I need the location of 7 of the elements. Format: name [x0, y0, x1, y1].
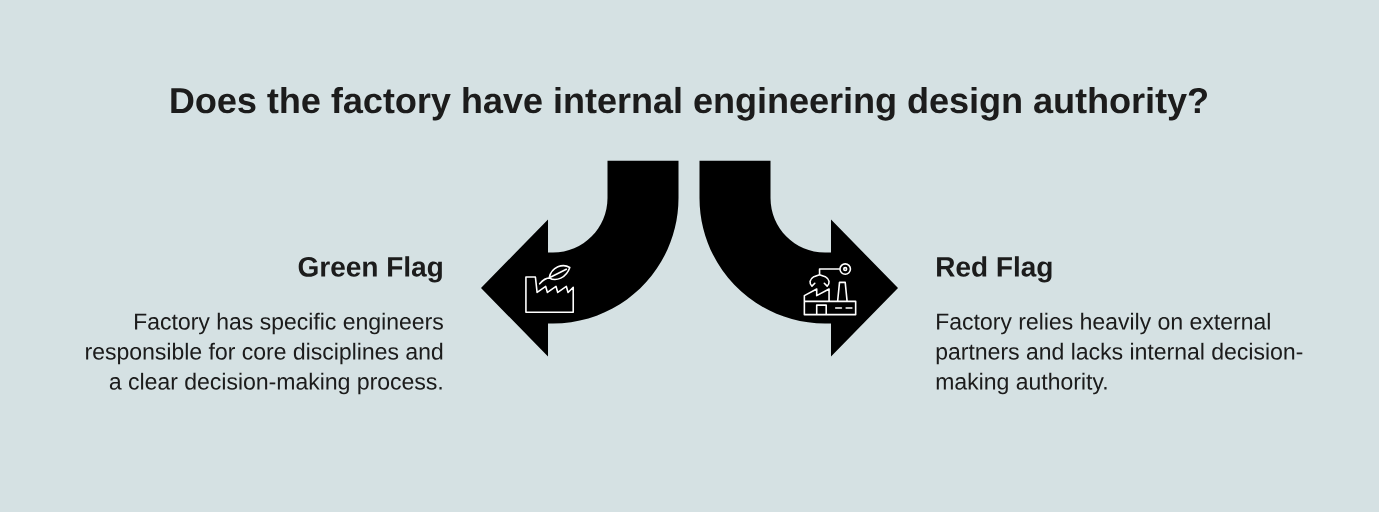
question-text: Does the factory have internal engineering design authority? — [171, 86, 1207, 121]
body-text: Factory relies heavily on external partners and lacks internal decision-making authority. — [936, 312, 1303, 395]
heading: Red Flag — [937, 256, 1052, 283]
curved-arrow — [699, 160, 898, 357]
heading: Green Flag — [298, 256, 442, 283]
body-text: Factory has specific engineers responsible for core disciplines and a clear decision-making process. — [86, 312, 443, 395]
curved-arrow — [481, 160, 679, 357]
